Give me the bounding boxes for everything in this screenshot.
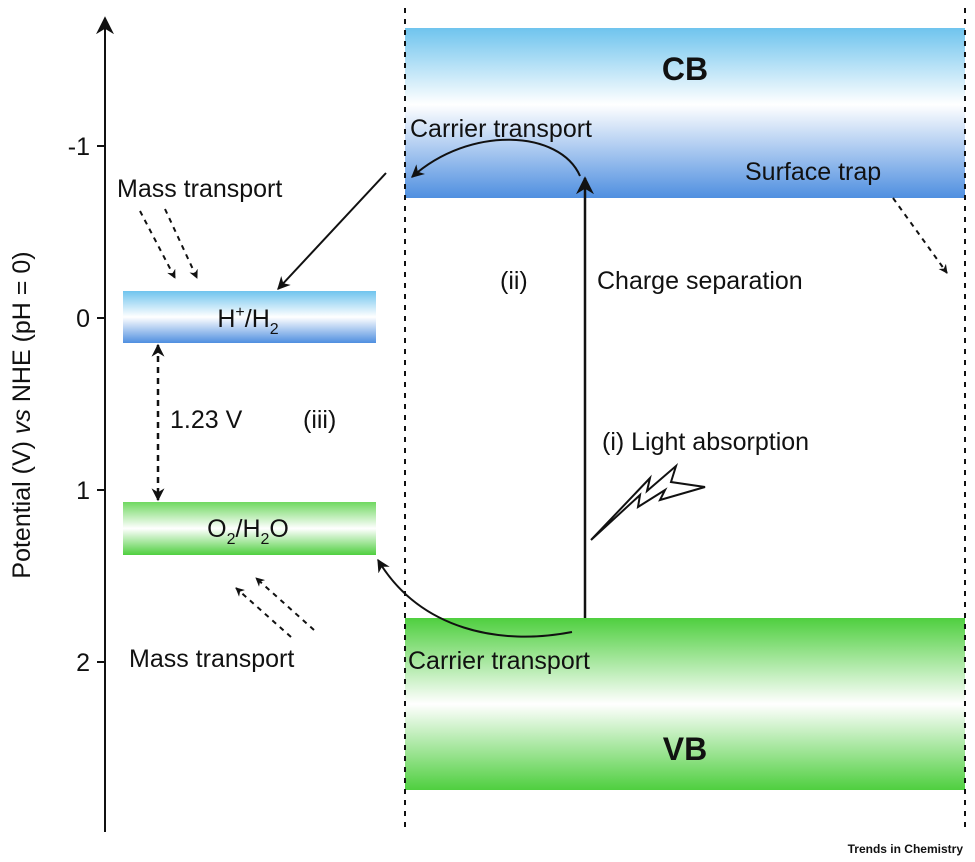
lightning-icon [590, 462, 706, 541]
mass-arrow-bottom-2 [255, 577, 315, 631]
h-plus-h2-label: H+/H2 [217, 304, 278, 338]
o2-h2o-level [123, 502, 376, 555]
carrier-transport-bottom-label: Carrier transport [408, 647, 590, 675]
carrier-transport-bottom-arrow [377, 558, 573, 638]
carrier-transport-top-label: Carrier transport [410, 115, 592, 143]
mass-arrow-bottom-1 [235, 587, 292, 638]
axis-tick-label: 0 [76, 305, 90, 333]
o2-h2o-label: O2/H2O [207, 515, 289, 548]
surface-trap-label: Surface trap [745, 158, 881, 186]
journal-credit: Trends in Chemistry [848, 842, 964, 856]
mass-arrow-top-2 [164, 208, 198, 279]
axis-ticks: -1 0 1 2 [68, 133, 105, 677]
light-absorption-label: (i) Light absorption [602, 428, 809, 456]
charge-separation-label: Charge separation [597, 267, 803, 295]
mass-transport-bottom-label: Mass transport [129, 645, 294, 673]
axis-tick-label: 1 [76, 477, 90, 505]
vb-label: VB [663, 731, 707, 767]
valence-band [405, 618, 965, 790]
conduction-band [405, 28, 965, 198]
axis-tick-label: 2 [76, 649, 90, 677]
cb-label: CB [662, 51, 708, 87]
mass-arrow-top-1 [139, 210, 176, 279]
carrier-transport-top-arrow [411, 138, 581, 178]
axis-label: Potential (V) vs NHE (pH = 0) [8, 251, 36, 578]
mass-transport-top-label: Mass transport [117, 175, 282, 203]
electron-transfer-arrow [277, 172, 387, 290]
surface-trap-arrow [892, 197, 948, 274]
gap-label: 1.23 V [170, 406, 243, 434]
axis-tick-label: -1 [68, 133, 90, 161]
h-plus-h2-level [123, 291, 376, 343]
step-iii-label: (iii) [303, 406, 336, 434]
step-ii-label: (ii) [500, 267, 528, 295]
